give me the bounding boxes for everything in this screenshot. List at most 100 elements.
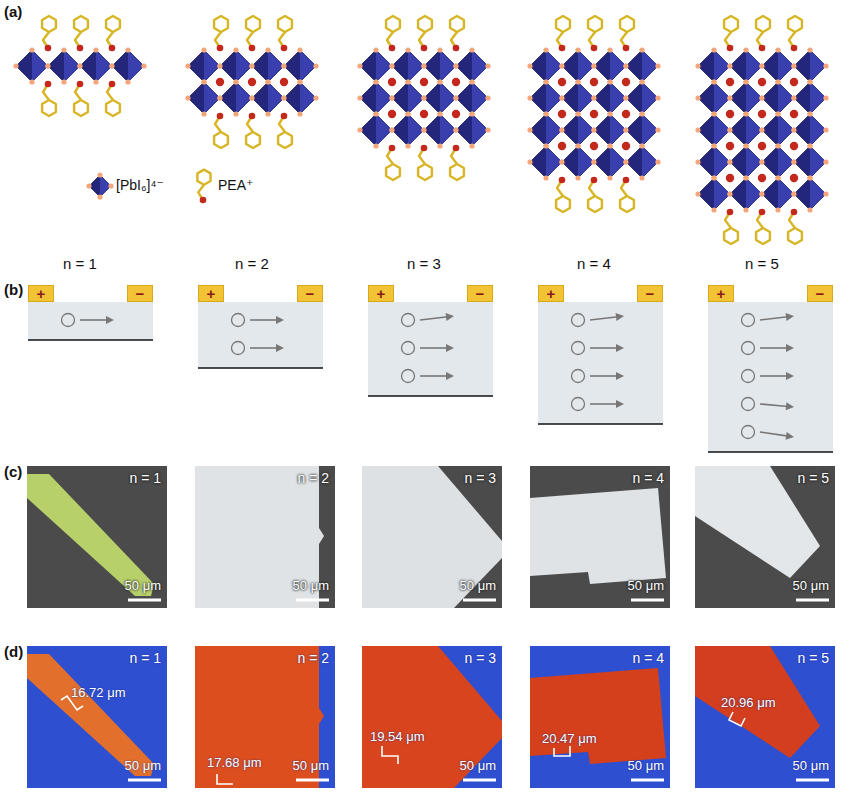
octahedron (392, 50, 424, 82)
octahedron (80, 50, 112, 82)
arrow-head (616, 313, 624, 321)
octahedron (220, 82, 252, 114)
iodide-atom (405, 111, 410, 116)
iodide-atom (405, 79, 410, 84)
iodide-atom (807, 47, 812, 52)
iodide-atom (759, 159, 764, 164)
ammonium-atom (217, 113, 224, 120)
iodide-atom (357, 95, 362, 100)
iodide-atom (45, 63, 50, 68)
iodide-atom (575, 111, 580, 116)
iodide-atom (217, 63, 222, 68)
iodide-atom (727, 127, 732, 132)
ammonium-atom (759, 45, 766, 52)
iodide-atom (655, 63, 660, 68)
layer-number: n = 5 (745, 256, 779, 273)
iodide-atom (607, 111, 612, 116)
pea-ring (42, 100, 56, 116)
thickness-marker (217, 774, 233, 784)
iodide-atom (559, 63, 564, 68)
octahedron (762, 178, 794, 210)
layer-number: n = 4 (577, 256, 611, 273)
iodide-atom (791, 95, 796, 100)
iodide-atom (297, 47, 302, 52)
iodide-atom (639, 79, 644, 84)
octahedron (794, 82, 826, 114)
cation-site (558, 78, 566, 86)
iodide-atom (695, 63, 700, 68)
layer-number: n = 1 (129, 471, 161, 486)
layer-number: n = 3 (464, 651, 496, 666)
arrow-head (616, 400, 624, 408)
iodide-atom (695, 127, 700, 132)
carrier-circle (742, 426, 755, 439)
iodide-atom (695, 95, 700, 100)
iodide-atom (437, 111, 442, 116)
iodide-atom (281, 95, 286, 100)
iodide-atom (727, 159, 732, 164)
iodide-atom (543, 111, 548, 116)
iodide-atom (233, 79, 238, 84)
iodide-atom (743, 175, 748, 180)
octahedron (220, 50, 252, 82)
iodide-atom (543, 47, 548, 52)
cation-site (248, 78, 256, 86)
pea-ring (74, 100, 88, 116)
iodide-atom (775, 111, 780, 116)
iodide-atom (185, 95, 190, 100)
arrow-head (446, 344, 454, 352)
iodide-atom (791, 191, 796, 196)
octahedron (360, 114, 392, 146)
polarity-sign: + (37, 286, 46, 301)
pea-ring (588, 196, 602, 212)
thickness-label: 20.47 μm (542, 732, 596, 746)
scale-bar-label: 50 μm (293, 579, 329, 593)
iodide-atom (711, 79, 716, 84)
ammonium-atom (77, 81, 84, 88)
iodide-atom (357, 127, 362, 132)
iodide-atom (29, 47, 34, 52)
iodide-atom (421, 127, 426, 132)
polarity-sign: − (306, 286, 315, 301)
iodide-atom (281, 63, 286, 68)
iodide-atom (623, 159, 628, 164)
carrier-circle (572, 342, 585, 355)
substrate-line (538, 423, 663, 425)
panel-label: (d) (4, 644, 23, 661)
octahedron (456, 50, 488, 82)
scale-bar (796, 779, 829, 782)
thickness-marker (382, 746, 398, 764)
iodide-atom (86, 183, 91, 188)
octahedron (562, 114, 594, 146)
pea-ring (756, 228, 770, 244)
thickness-label: 20.96 μm (721, 696, 775, 710)
iodide-atom (823, 191, 828, 196)
iodide-atom (373, 79, 378, 84)
arrow-head (786, 402, 794, 410)
ammonium-atom (77, 45, 84, 52)
perovskite-channel (368, 302, 493, 396)
iodide-atom (559, 95, 564, 100)
scale-bar-label: 50 μm (460, 759, 496, 773)
electrode-pad: − (637, 285, 663, 302)
crystal-flake (530, 488, 666, 584)
ammonium-atom (249, 113, 256, 120)
iodide-atom (469, 111, 474, 116)
iodide-atom (373, 143, 378, 148)
arrow-head (276, 316, 284, 324)
pea-ring (620, 196, 634, 212)
pea-ring (214, 16, 228, 32)
iodide-atom (743, 47, 748, 52)
electrode-pad: − (127, 285, 153, 302)
thickness-label: 17.68 μm (207, 756, 261, 770)
micrograph-row (27, 466, 835, 608)
iodide-atom (759, 63, 764, 68)
pea-ring (386, 164, 400, 180)
scale-bar (128, 599, 161, 602)
octahedron (252, 50, 284, 82)
layer-number: n = 4 (632, 651, 664, 666)
scale-bar (296, 779, 329, 782)
scale-bar-label: 50 μm (125, 579, 161, 593)
iodide-atom (77, 63, 82, 68)
